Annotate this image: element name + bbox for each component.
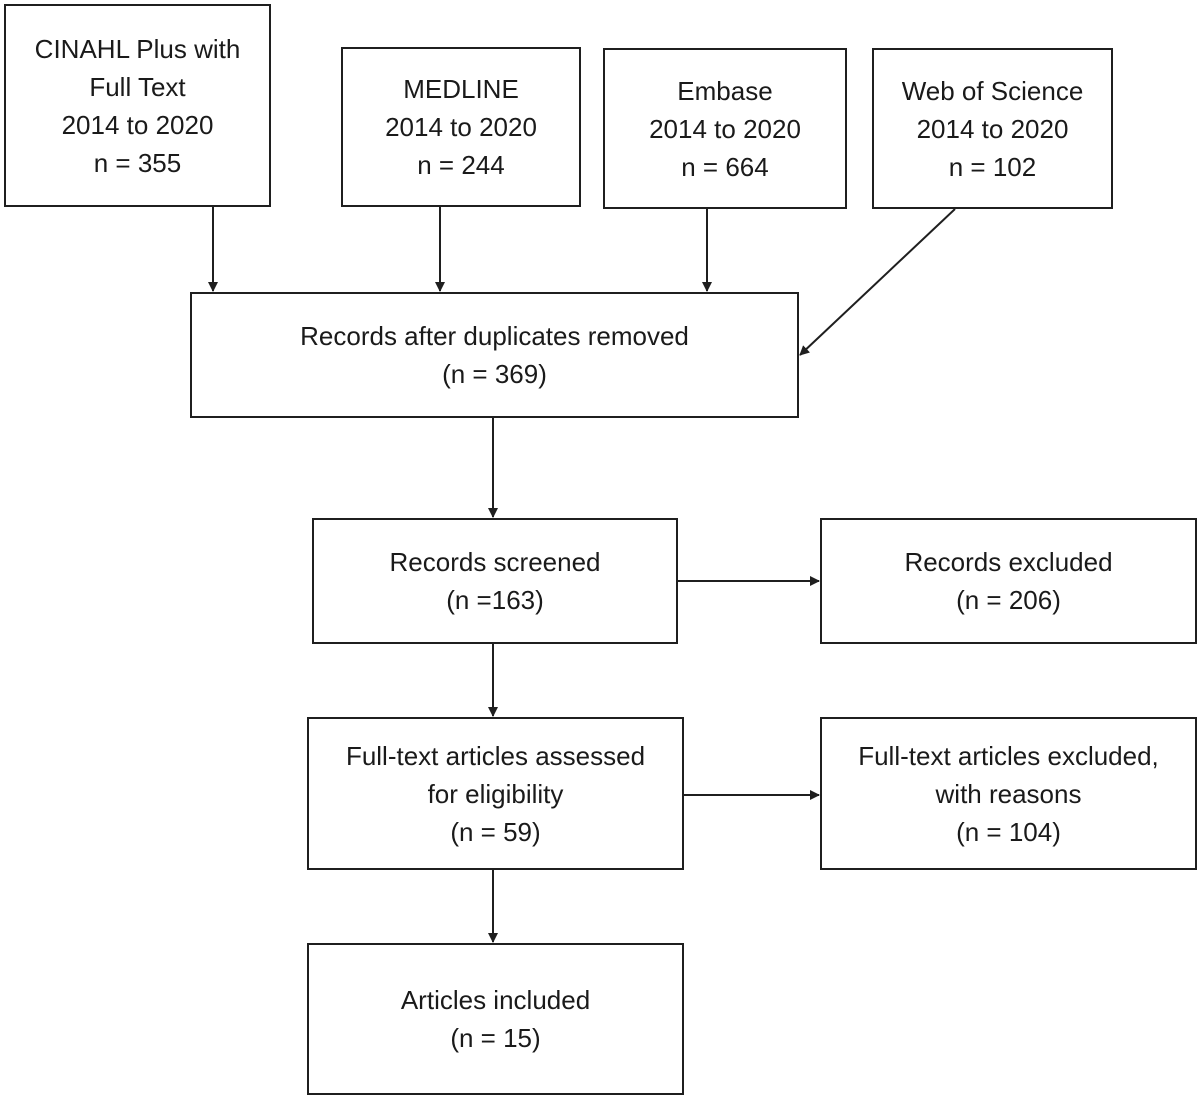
box-label: for eligibility (427, 778, 564, 809)
box-count: (n = 59) (450, 816, 541, 847)
articles-included-box: Articles included (n = 15) (307, 943, 684, 1095)
box-label: with reasons (935, 778, 1082, 809)
source-name-line: Full Text (89, 71, 186, 102)
source-name: Web of Science (901, 75, 1084, 106)
source-count: n = 355 (93, 147, 182, 178)
box-label: Full-text articles excluded, (858, 740, 1159, 771)
box-label: Records excluded (904, 547, 1113, 577)
source-count: n = 244 (417, 150, 505, 180)
full-text-excluded-box: Full-text articles excluded, with reason… (820, 717, 1197, 870)
box-count: (n = 206) (956, 585, 1061, 615)
box-label: Records screened (389, 547, 601, 577)
source-box-medline: MEDLINE 2014 to 2020 n = 244 (341, 47, 581, 207)
arrow-wos-to-dedup (799, 208, 956, 356)
source-date-range: 2014 to 2020 (649, 113, 801, 144)
deduplicated-records-box: Records after duplicates removed (n = 36… (190, 292, 799, 418)
source-box-cinahl: CINAHL Plus with Full Text 2014 to 2020 … (4, 4, 271, 207)
records-excluded-box: Records excluded (n = 206) (820, 518, 1197, 644)
eligibility-assessment-box: Full-text articles assessed for eligibil… (307, 717, 684, 870)
source-count: n = 102 (948, 151, 1037, 182)
box-count: (n = 15) (450, 1023, 541, 1053)
source-count: n = 664 (681, 151, 769, 182)
box-label: Articles included (400, 985, 591, 1015)
source-date-range: 2014 to 2020 (385, 112, 537, 142)
source-name: Embase (677, 75, 773, 106)
source-box-web-of-science: Web of Science 2014 to 2020 n = 102 (872, 48, 1113, 209)
source-date-range: 2014 to 2020 (916, 113, 1069, 144)
source-box-embase: Embase 2014 to 2020 n = 664 (603, 48, 847, 209)
box-label: Full-text articles assessed (345, 740, 646, 771)
source-name: MEDLINE (403, 74, 519, 104)
box-count: (n = 104) (956, 816, 1061, 847)
records-screened-box: Records screened (n =163) (312, 518, 678, 644)
box-label: Records after duplicates removed (300, 321, 689, 351)
source-name-line: CINAHL Plus with (34, 33, 241, 64)
box-count: (n =163) (446, 585, 544, 615)
source-date-range: 2014 to 2020 (61, 109, 214, 140)
box-count: (n = 369) (442, 359, 547, 389)
